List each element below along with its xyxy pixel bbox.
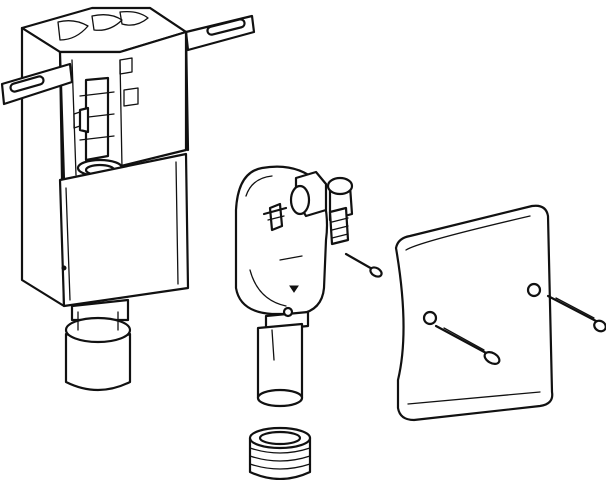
threaded-adapter-ring — [248, 426, 312, 480]
mounting-screw — [344, 252, 383, 278]
box-outlet-pipe — [64, 298, 132, 392]
mounting-screw — [546, 294, 606, 333]
box-top-face — [20, 6, 188, 54]
cover-plate — [394, 204, 554, 422]
left-mounting-bracket — [0, 62, 74, 106]
mounting-screw — [434, 324, 501, 365]
box-cavity — [58, 30, 188, 182]
box-front-panel — [58, 152, 190, 308]
right-mounting-bracket — [184, 14, 256, 52]
siphon-body — [234, 165, 354, 408]
concealed-box — [0, 6, 256, 392]
